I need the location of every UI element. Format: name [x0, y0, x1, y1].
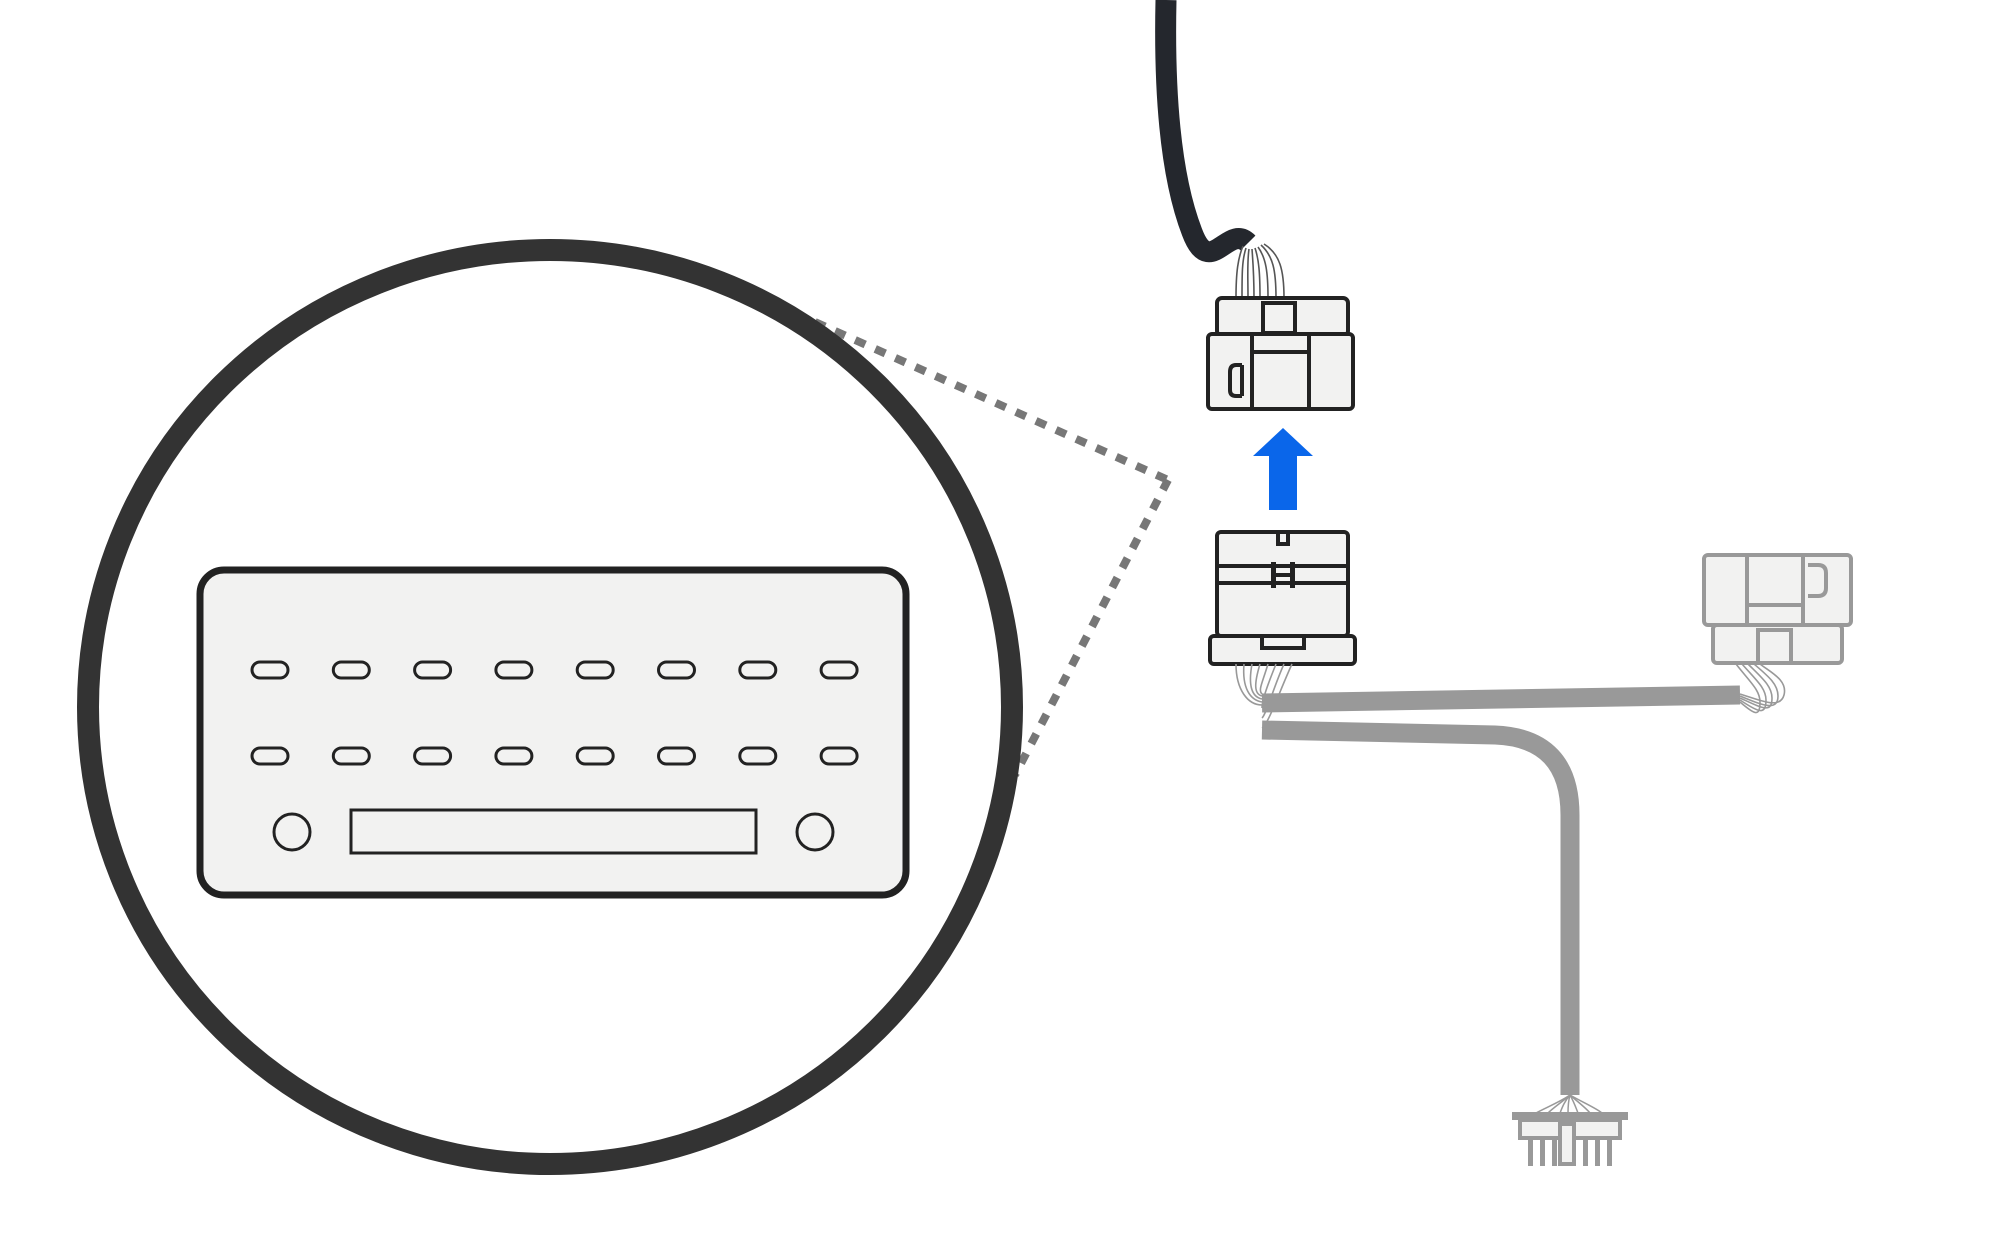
pin-slot — [575, 746, 615, 766]
harness-wire-bundle-right — [1735, 663, 1786, 714]
pin-slot — [657, 746, 696, 766]
pin-slot — [413, 660, 453, 680]
leader-line-bottom — [1011, 478, 1172, 777]
harness-connector-base-tab — [1260, 634, 1306, 650]
side-connector-icon — [1702, 553, 1853, 665]
side-connector-inner — [1745, 553, 1805, 607]
pin-header-key — [1558, 1122, 1576, 1166]
pin-slot — [413, 746, 453, 766]
mounting-hole-right — [795, 812, 835, 852]
wide-slot — [349, 808, 758, 855]
header-pin — [1595, 1138, 1600, 1166]
header-pin — [1540, 1138, 1545, 1166]
vehicle-connector-clip — [1228, 363, 1242, 398]
pin-slot — [819, 746, 859, 766]
harness-connector-h-bar — [1276, 573, 1290, 577]
zoom-detail-icon — [77, 239, 1023, 1175]
header-pin — [1552, 1138, 1557, 1166]
pin-slot — [331, 746, 371, 766]
side-connector-clip — [1808, 563, 1828, 598]
vehicle-cable-jacket — [1155, 0, 1256, 263]
pin-header-top-bar — [1512, 1112, 1628, 1120]
header-pin — [1528, 1138, 1533, 1166]
pin-slot — [819, 660, 859, 680]
mounting-hole-left — [272, 812, 312, 852]
pin-grid — [250, 660, 859, 766]
grey-harness — [1235, 663, 1786, 1095]
pin-slot — [494, 746, 534, 766]
pin-header-pins — [1528, 1138, 1612, 1166]
pin-slot — [250, 660, 290, 680]
pin-slot — [575, 660, 615, 680]
harness-connector-h-left — [1271, 562, 1276, 588]
pin-slot — [657, 660, 696, 680]
pin-slot — [331, 660, 371, 680]
harness-branch-right — [1261, 685, 1741, 713]
vehicle-connector-icon — [1206, 296, 1355, 411]
harness-connector-icon — [1208, 530, 1357, 666]
header-pin — [1583, 1138, 1588, 1166]
pin-slot — [494, 660, 534, 680]
vehicle-cable-wires — [1235, 243, 1285, 299]
harness-branch-down — [1261, 720, 1580, 1095]
pin-header-wires — [1535, 1094, 1603, 1114]
harness-connector-notch — [1276, 530, 1290, 546]
vehicle-connector-inner — [1250, 332, 1311, 354]
vehicle-connector-latch — [1261, 301, 1297, 335]
pin-slot — [738, 660, 778, 680]
side-connector-base-tab — [1756, 628, 1793, 665]
pin-slot — [738, 746, 778, 766]
vehicle-cable — [1155, 0, 1285, 299]
header-pin — [1607, 1138, 1612, 1166]
connect-arrow — [1253, 428, 1313, 510]
pin-header-icon — [1512, 1094, 1628, 1166]
harness-connector-h-right — [1290, 562, 1295, 588]
pin-slot — [250, 746, 290, 766]
connect-arrow-icon — [1253, 428, 1313, 510]
